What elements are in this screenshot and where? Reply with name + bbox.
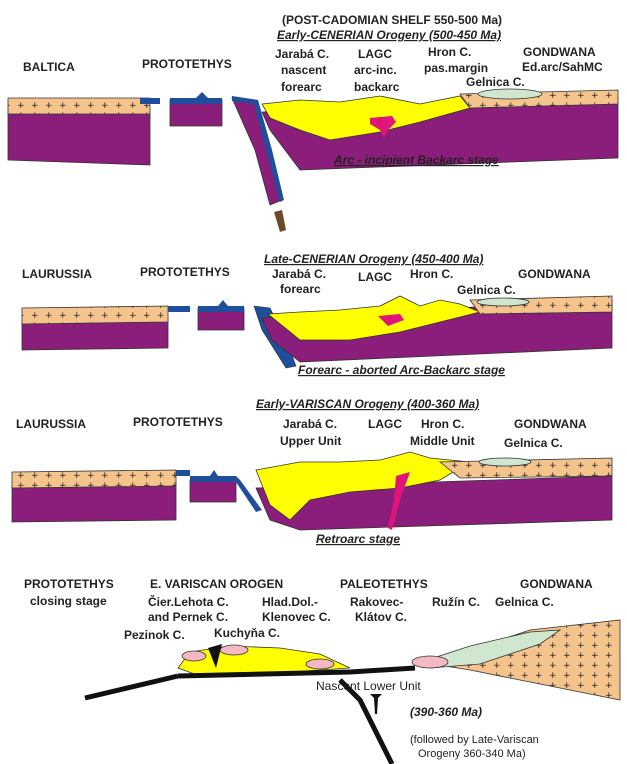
p4-note-2: Orogeny 360-340 Ma): [418, 748, 526, 760]
p4-cier-1: Čier.Lehota C.: [148, 594, 229, 609]
p4-kuchyna: Kuchyňa C.: [214, 626, 280, 640]
p1-edarc: Ed.arc/SahMC: [522, 60, 603, 74]
panel4-plume: [370, 694, 382, 714]
panel2-gelnica: [477, 298, 529, 306]
p3-middle: Middle Unit: [410, 434, 475, 448]
p4-hlad-2: Klenovec C.: [262, 610, 331, 624]
p3-lagc: LAGC: [368, 417, 402, 431]
panel1-crust-left: [8, 98, 150, 114]
panel2-ocean-left: [168, 306, 190, 312]
p3-stage: Retroarc stage: [316, 532, 400, 546]
p2-jaraba-2: forearc: [280, 282, 321, 296]
p1-baltica: BALTICA: [23, 60, 75, 74]
panel-3-cross-section: [12, 452, 612, 530]
p3-prototethys: PROTOTETHYS: [133, 415, 223, 429]
p3-gelnica: Gelnica C.: [504, 436, 563, 450]
p1-gondwana: GONDWANA: [523, 45, 596, 59]
panel1-ocean-mid: [170, 92, 222, 104]
p4-prototethys-2: closing stage: [30, 594, 107, 608]
p4-cier-2: and Pernek C.: [148, 610, 228, 624]
p1-jaraba-3: forearc: [281, 80, 322, 94]
p3-laurussia: LAURUSSIA: [16, 417, 86, 431]
panel4-pezinok: [182, 651, 206, 661]
p1-lagc-1: LAGC: [358, 47, 392, 61]
p2-gelnica: Gelnica C.: [457, 283, 516, 297]
panel2-crust-left: [22, 306, 168, 324]
p3-upper: Upper Unit: [280, 434, 341, 448]
p4-gondwana: GONDWANA: [520, 577, 593, 591]
p2-hron: Hron C.: [410, 267, 453, 281]
p3-jaraba: Jarabá C.: [283, 417, 337, 431]
panel4-klenovec: [306, 659, 334, 669]
panel4-kuchyna: [220, 645, 248, 655]
p2-jaraba-1: Jarabá C.: [272, 267, 326, 281]
p4-gelnica: Gelnica C.: [495, 595, 554, 609]
panel-1-cross-section: [8, 89, 618, 232]
p3-gondwana: GONDWANA: [514, 417, 587, 431]
p1-hron-2: pas.margin: [424, 61, 488, 75]
p4-pezinok: Pezinok C.: [124, 628, 185, 642]
p3-orogeny: Early-VARISCAN Orogeny (400-360 Ma): [256, 397, 479, 411]
p1-jaraba-1: Jarabá C.: [275, 47, 329, 61]
p4-orogen: E. VARISCAN OROGEN: [150, 577, 283, 591]
p1-jaraba-2: nascent: [281, 63, 326, 77]
panel1-ocean-left: [140, 98, 160, 104]
panel1-mantle-left: [8, 112, 150, 165]
p2-prototethys: PROTOTETHYS: [140, 265, 230, 279]
p4-paleotethys: PALEOTETHYS: [340, 577, 428, 591]
p4-hlad-1: Hlad.Dol.-: [262, 595, 318, 609]
p1-prototethys: PROTOTETHYS: [142, 57, 232, 71]
p1-stage: Arc - incipient Backarc stage: [333, 153, 499, 167]
p1-lagc-3: backarc: [354, 80, 400, 94]
panel3-gelnica: [479, 458, 531, 466]
panel4-ruzin: [412, 656, 448, 668]
p4-rak-2: Klátov C.: [355, 610, 407, 624]
panel1-slab-tip: [274, 210, 286, 232]
p1-hron-1: Hron C.: [428, 45, 471, 59]
p4-note-1: (followed by Late-Variscan: [410, 734, 539, 746]
p2-laurussia: LAURUSSIA: [22, 267, 92, 281]
p4-rak-1: Rakovec-: [350, 595, 403, 609]
panel2-ocean-mid: [198, 300, 244, 312]
p2-gondwana: GONDWANA: [518, 267, 591, 281]
p4-nascent: Nascent Lower Unit: [316, 679, 421, 693]
p4-age: (390-360 Ma): [410, 705, 482, 719]
p2-stage: Forearc - aborted Arc-Backarc stage: [298, 363, 505, 377]
panel3-mantle-mid: [190, 480, 236, 502]
p1-gelnica: Gelnica C.: [466, 75, 525, 89]
p4-ruzin: Ružín C.: [432, 595, 480, 609]
p2-orogeny: Late-CENERIAN Orogeny (450-400 Ma): [264, 252, 483, 266]
p3-hron: Hron C.: [421, 417, 464, 431]
p4-prototethys-1: PROTOTETHYS: [24, 577, 114, 591]
p1-orogeny: Early-CENERIAN Orogeny (500-450 Ma): [277, 28, 501, 42]
panel3-crust-left: [12, 470, 176, 488]
panel-2-cross-section: [22, 296, 612, 368]
p2-lagc: LAGC: [358, 270, 392, 284]
panel1-gelnica: [478, 89, 542, 99]
p1-lagc-2: arc-inc.: [354, 63, 397, 77]
p1-header: (POST-CADOMIAN SHELF 550-500 Ma): [282, 13, 502, 27]
panel3-ocean-left: [176, 470, 190, 476]
